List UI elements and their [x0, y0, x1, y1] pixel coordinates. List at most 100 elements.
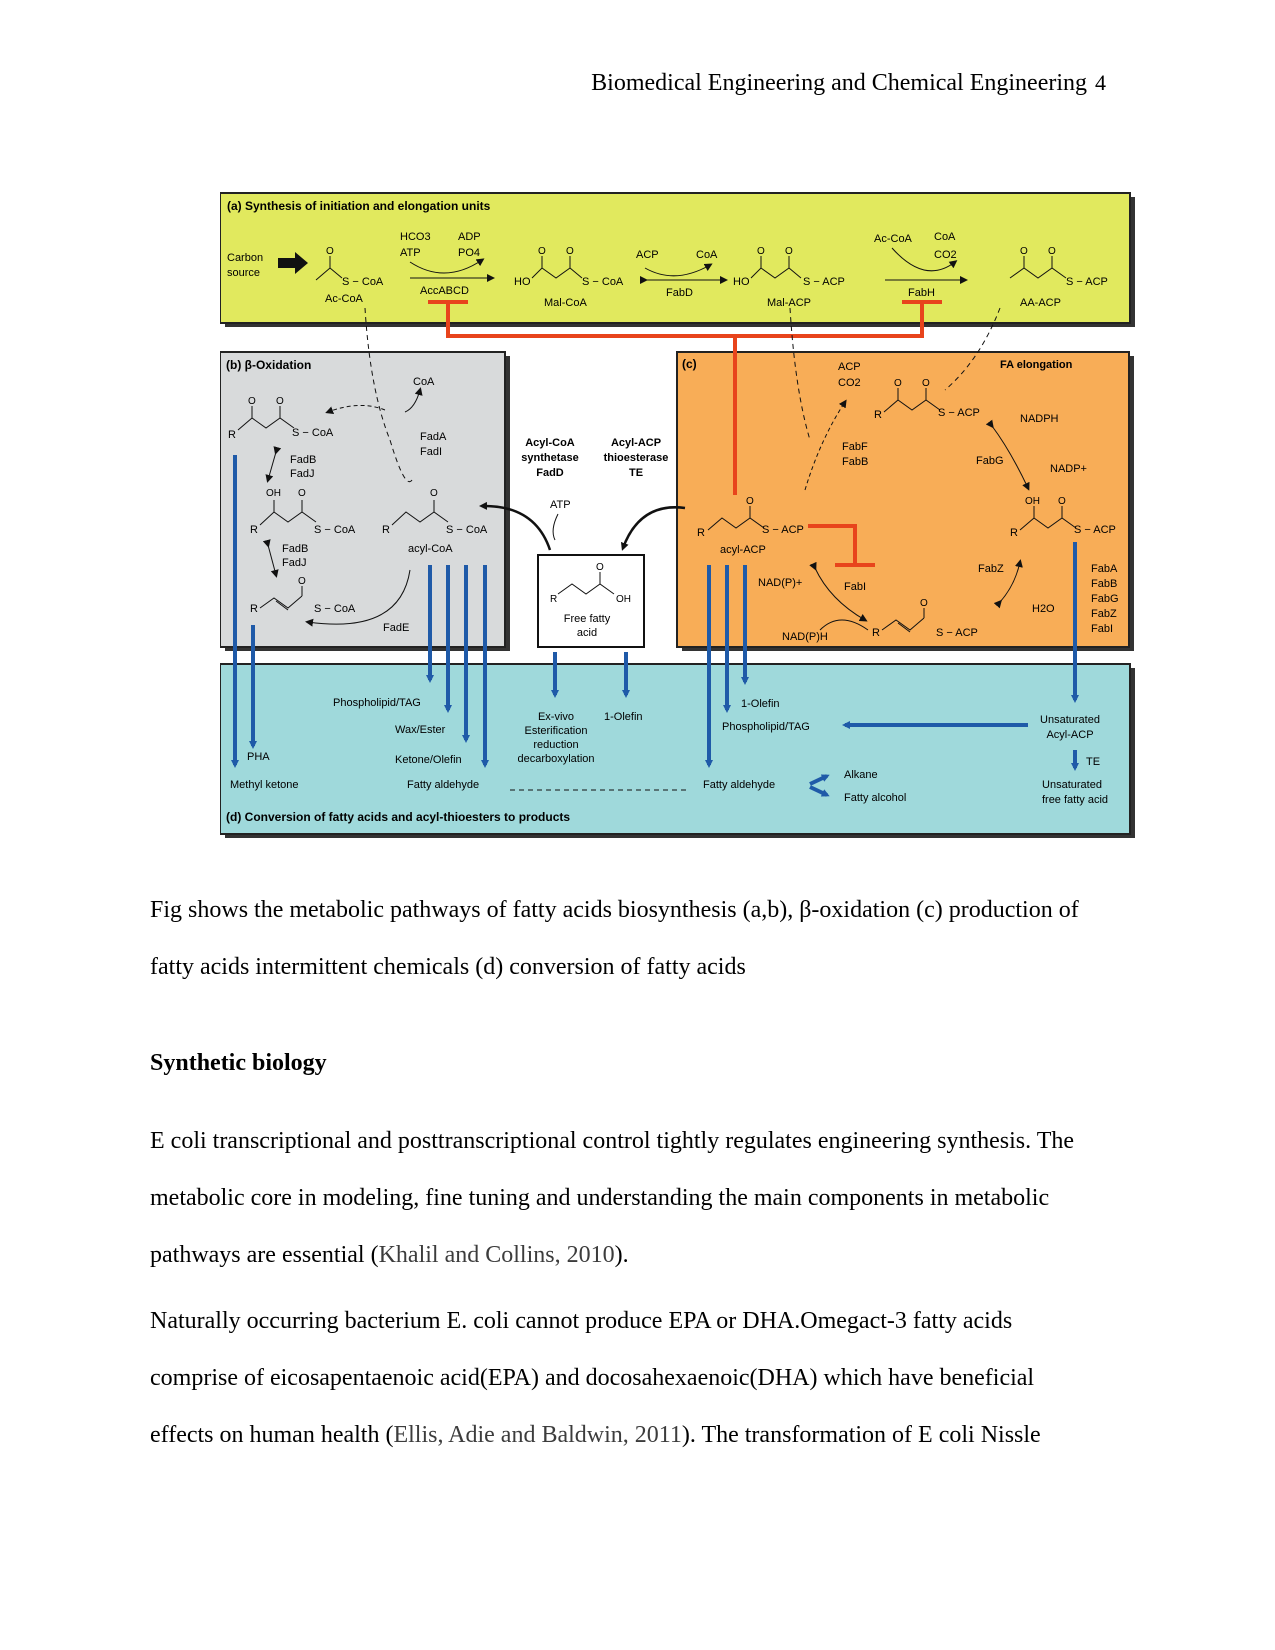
hydroxyacyl-acp-structure	[1019, 506, 1077, 531]
fabz-label: FabZ	[978, 563, 1004, 575]
atom-o: O	[298, 576, 306, 587]
fadb-label: FadB	[290, 454, 316, 466]
decarboxylation-label: decarboxylation	[517, 753, 594, 765]
fabi-arrow	[809, 561, 868, 622]
free-fatty-acid-structure	[557, 572, 615, 595]
s-coa-label: S − CoA	[314, 524, 356, 536]
atom-o: O	[430, 488, 438, 499]
pha-label: PHA	[247, 751, 270, 763]
fadb-arrow	[265, 446, 282, 483]
fab-enzyme: FabZ	[1091, 608, 1117, 620]
phospholipid-tag-label-2: Phospholipid/TAG	[722, 721, 810, 733]
enoyl-acp-structure	[881, 608, 925, 633]
acyl-acp-label: acyl-ACP	[720, 544, 766, 556]
fabg-arrow	[985, 419, 1030, 491]
fabf-arrow	[804, 399, 847, 491]
paragraph-1: E coli transcriptional and posttranscrip…	[150, 1113, 1130, 1284]
s-acp-label: S − ACP	[1066, 276, 1108, 288]
fadj-label: FadJ	[290, 468, 314, 480]
oh-label: OH	[616, 594, 631, 605]
s-acp-label: S − ACP	[803, 276, 845, 288]
carbon-source-arrow	[278, 252, 308, 274]
mal-coa-structure	[531, 256, 583, 279]
ac-coa-label: Ac-CoA	[325, 293, 364, 305]
mal-acp-structure	[750, 256, 802, 279]
atom-o: O	[1058, 496, 1066, 507]
nadp-label: NADP+	[1050, 463, 1087, 475]
atom-r: R	[874, 409, 882, 421]
fadj-label: FadJ	[282, 557, 306, 569]
aa-acp-structure	[1009, 256, 1067, 279]
paragraph-line: pathways are essential (	[150, 1242, 379, 1268]
atom-o: O	[596, 562, 604, 573]
paragraph-2: Naturally occurring bacterium E. coli ca…	[150, 1293, 1130, 1464]
metabolic-pathway-figure: (a) Synthesis of initiation and elongati…	[220, 192, 1135, 838]
aa-acp-label: AA-ACP	[1020, 297, 1061, 309]
paragraph-line: ). The transformation of E coli Nissle	[681, 1422, 1041, 1448]
blue-product-arrows	[231, 455, 1079, 797]
nadph-label: NAD(P)H	[782, 631, 828, 643]
atom-o: O	[276, 396, 284, 407]
fadi-label: FadI	[420, 446, 442, 458]
reduction-label: reduction	[533, 739, 578, 751]
paragraph-line: metabolic core in modeling, fine tuning …	[150, 1185, 1050, 1211]
acyl-acp-to-ffa-arrow	[620, 506, 686, 551]
coa-label: CoA	[696, 249, 718, 261]
fade-arrow	[305, 569, 411, 627]
ho-label: HO	[733, 276, 750, 288]
acp-label: ACP	[838, 361, 861, 373]
fabh-arrow	[891, 247, 958, 272]
ketoacyl-acp-structure	[883, 388, 941, 413]
acp-label: ACP	[636, 249, 659, 261]
atom-o: O	[248, 396, 256, 407]
acyl-acp-thioesterase-label: Acyl-ACP	[611, 437, 661, 449]
atom-r: R	[697, 527, 705, 539]
enoyl-coa-structure	[259, 586, 303, 611]
s-acp-label: S − ACP	[936, 627, 978, 639]
atom-o: O	[326, 246, 334, 257]
fabg-label: FabG	[976, 455, 1004, 467]
panel-a-title: (a) Synthesis of initiation and elongati…	[227, 199, 491, 213]
ketone-olefin-label: Ketone/Olefin	[395, 754, 462, 766]
fatty-aldehyde-label: Fatty aldehyde	[407, 779, 479, 791]
panel-d-title: (d) Conversion of fatty acids and acyl-t…	[226, 810, 570, 824]
hydroxyacyl-coa-structure	[259, 500, 317, 526]
atom-r: R	[228, 429, 236, 441]
fada-label: FadA	[420, 431, 447, 443]
ac-coa-label: Ac-CoA	[874, 233, 913, 245]
mal-coa-label: Mal-CoA	[544, 297, 587, 309]
free-fatty-acid-box	[537, 554, 645, 648]
fab-enzyme-list: FabA FabB FabG FabZ FabI	[1091, 563, 1119, 635]
acyl-coa-synthetase-label: Acyl-CoA	[525, 437, 575, 449]
ffa-to-acyl-coa-arrow	[479, 501, 552, 551]
fabf-label: FabF	[842, 441, 868, 453]
accabcd-arrow	[409, 258, 485, 274]
fabd-label: FabD	[666, 287, 693, 299]
atom-r: R	[1010, 527, 1018, 539]
s-acp-label: S − ACP	[1074, 524, 1116, 536]
co2-label: CO2	[838, 377, 861, 389]
free-fatty-acid-label: Free fatty	[564, 613, 611, 625]
panel-b-box	[220, 351, 506, 648]
s-coa-label: S − CoA	[342, 276, 384, 288]
caption-line: fatty acids intermittent chemicals (d) c…	[150, 954, 746, 980]
fa-elongation-label: FA elongation	[1000, 359, 1073, 371]
fabi-main-arrow	[819, 619, 869, 631]
adp-label: ADP	[458, 231, 481, 243]
atom-o: O	[1048, 246, 1056, 257]
atom-o: O	[757, 246, 765, 257]
acyl-acp-structure	[707, 506, 765, 531]
citation: Ellis, Adie and Baldwin, 2011	[393, 1422, 682, 1448]
atom-o: O	[922, 378, 930, 389]
panel-a-box	[220, 192, 1131, 324]
fabd-arrow	[644, 263, 713, 277]
atom-r: R	[250, 524, 258, 536]
carbon-source-label: source	[227, 267, 260, 279]
section-heading: Synthetic biology	[150, 1050, 327, 1076]
inhibition-lines	[428, 300, 942, 567]
caption-line: Fig shows the metabolic pathways of fatt…	[150, 897, 1079, 923]
s-coa-label: S − CoA	[314, 603, 356, 615]
fade-label: FadE	[383, 622, 409, 634]
unsaturated-acyl-acp-label: Unsaturated	[1040, 714, 1100, 726]
atp-label: ATP	[550, 499, 571, 511]
